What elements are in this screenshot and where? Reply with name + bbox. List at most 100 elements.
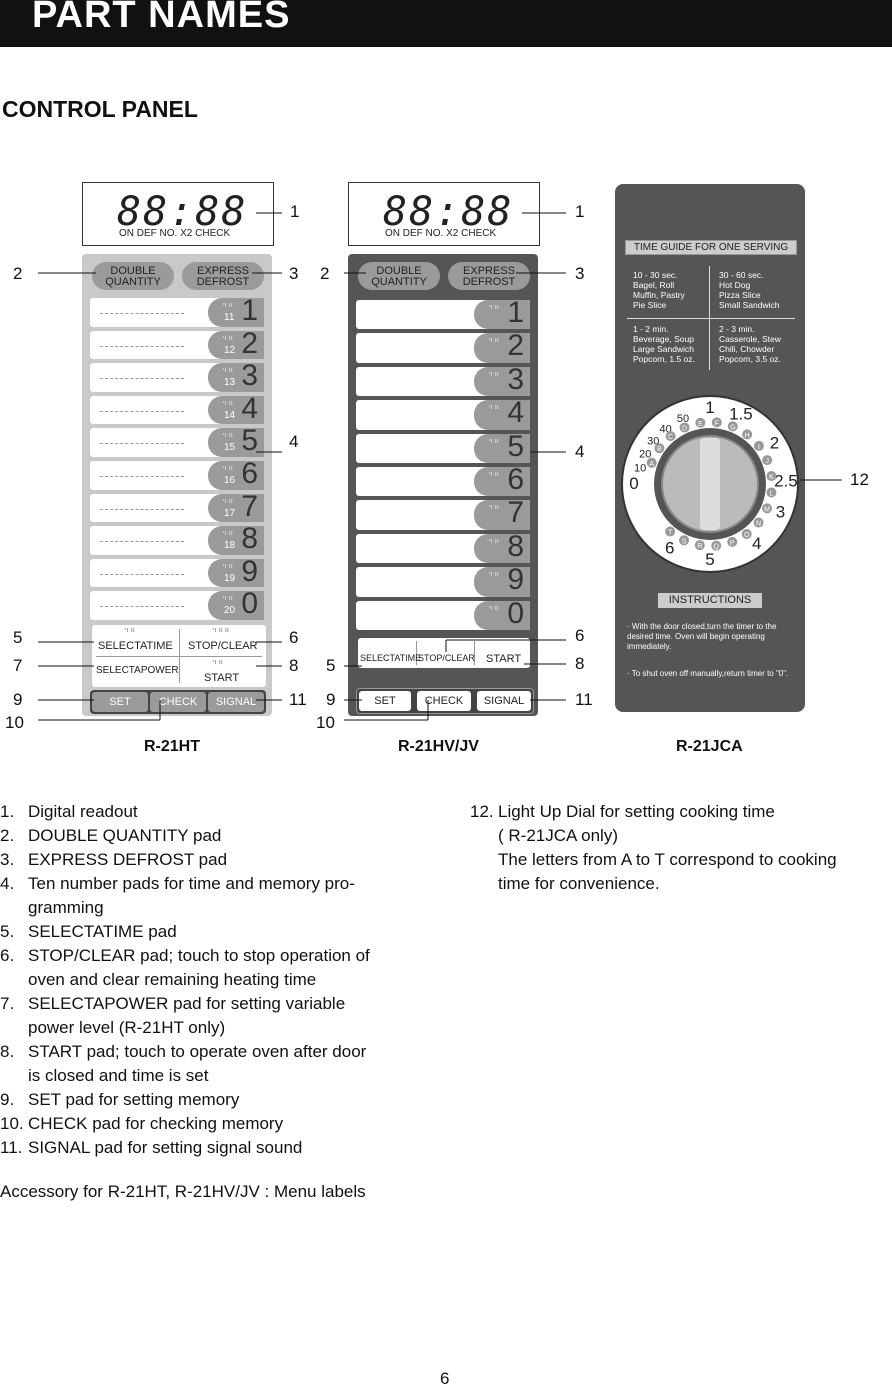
callout-8: 8 <box>575 654 585 673</box>
dial-letter-dot <box>741 528 752 539</box>
ht-double-quantity-pad[interactable]: DOUBLE QUANTITY <box>92 262 174 290</box>
instruction-text: · To shut oven off manually,return timer… <box>627 669 789 678</box>
memory-number: 12 <box>224 344 236 356</box>
hv-signal-pad[interactable]: SIGNAL <box>477 691 531 711</box>
callout-8: 8 <box>289 656 299 675</box>
page-number: 6 <box>440 1369 450 1388</box>
number-pad-3[interactable]: ⠲⠶3 <box>356 363 530 397</box>
braille-dots-icon: ⠲⠶ <box>488 337 501 345</box>
number-pad-2[interactable]: ⠲⠶2 <box>356 329 530 363</box>
dial-letter: N <box>756 521 761 528</box>
braille-dots-icon: ⠲⠶ <box>488 437 501 445</box>
dial-letter-dot <box>695 417 706 428</box>
number-pad-5[interactable]: ⠲⠶5 <box>356 430 530 463</box>
callout-11: 11 <box>289 690 307 709</box>
number-tab: ⠲⠶2 <box>474 329 530 363</box>
dial-letter-dot <box>679 535 690 546</box>
dial-letter: E <box>698 421 703 428</box>
dial-letter: O <box>744 532 750 539</box>
number-digit: 9 <box>507 563 524 597</box>
dial-letter-dot <box>727 421 738 432</box>
dial-letter-dot <box>766 471 777 482</box>
menu-label-line <box>100 378 184 380</box>
memory-number: 19 <box>224 572 236 584</box>
dial-letter-dot <box>742 429 753 440</box>
number-pad-4[interactable]: ⠲⠶4 <box>356 396 530 430</box>
ht-selectatime-pad[interactable]: SELECTATIME <box>98 640 173 652</box>
hv-double-quantity-pad[interactable]: DOUBLE QUANTITY <box>358 262 440 290</box>
ht-express-defrost-pad[interactable]: EXPRESS DEFROST <box>182 262 264 290</box>
dial-number: 5 <box>705 550 714 569</box>
menu-label-line <box>100 573 184 575</box>
ht-set-pad[interactable]: SET <box>92 692 148 712</box>
ht-selectapower-pad[interactable]: SELECTAPOWER <box>96 665 179 676</box>
callout-5: 5 <box>13 628 23 647</box>
callout-9: 9 <box>326 690 336 709</box>
menu-label-line <box>100 508 184 510</box>
number-pad-1[interactable]: ⠲⠶1 <box>356 296 530 330</box>
number-pad-6[interactable]: ⠲⠶6 <box>356 463 530 497</box>
menu-label-line <box>100 313 184 314</box>
number-digit: 0 <box>507 596 524 630</box>
braille-dots-icon: ⠲⠶ <box>124 627 137 634</box>
dial-letter-dot <box>766 487 777 498</box>
number-pad-0[interactable]: ⠲⠶0 <box>356 597 530 630</box>
braille-dots-icon: ⠲⠶ <box>212 659 225 666</box>
number-digit: 1 <box>241 294 258 327</box>
hv-start-pad[interactable]: START <box>486 653 522 665</box>
dial-letter: P <box>730 540 735 547</box>
ht-memory-bar: SET CHECK SIGNAL <box>90 690 266 714</box>
hv-express-defrost-pad[interactable]: EXPRESS DEFROST <box>448 262 530 290</box>
dial-letter: C <box>668 434 673 441</box>
dial-letter: H <box>745 432 750 439</box>
callout-6: 6 <box>575 626 585 645</box>
ht-digital-readout: 88:88 ON DEF NO. X2 CHECK <box>82 182 274 246</box>
ht-start-pad[interactable]: START <box>204 672 240 684</box>
number-pad-9[interactable]: ⠲⠶9 <box>356 563 530 597</box>
ht-check-pad[interactable]: CHECK <box>150 692 206 712</box>
ht-stop-clear-pad[interactable]: STOP/CLEAR <box>188 640 258 652</box>
dial-letter: L <box>769 491 773 498</box>
number-pad-8[interactable]: ⠲⠶8 <box>356 530 530 564</box>
section-title: CONTROL PANEL <box>2 96 198 122</box>
hv-set-pad[interactable]: SET <box>359 691 411 711</box>
menu-label-line <box>100 345 184 347</box>
dial-number: 20 <box>639 448 651 460</box>
hv-selectatime-pad[interactable]: SELECTATIME <box>360 653 422 663</box>
dial-letter: J <box>765 458 769 465</box>
dial-letter-dot <box>711 540 722 551</box>
ht-signal-pad[interactable]: SIGNAL <box>208 692 264 712</box>
hv-check-pad[interactable]: CHECK <box>417 691 471 711</box>
hv-stop-clear-pad[interactable]: STOP/CLEAR <box>418 653 475 663</box>
model-label-r21ht: R-21HT <box>144 738 201 755</box>
number-tab: ⠲⠶6 <box>474 463 530 497</box>
number-digit: 9 <box>241 554 258 588</box>
braille-dots-icon: ⠲⠶ <box>488 370 501 378</box>
number-pad-7[interactable]: ⠲⠶7 <box>356 496 530 530</box>
dial-number: 4 <box>752 534 761 553</box>
number-digit: 4 <box>507 396 524 430</box>
instructions-title: INSTRUCTIONS <box>658 593 762 608</box>
page-title: PART NAMES <box>32 0 291 36</box>
callout-1: 1 <box>290 202 300 221</box>
dial-number: 2 <box>770 434 779 453</box>
braille-dots-icon: ⠲⠶ <box>222 302 235 309</box>
